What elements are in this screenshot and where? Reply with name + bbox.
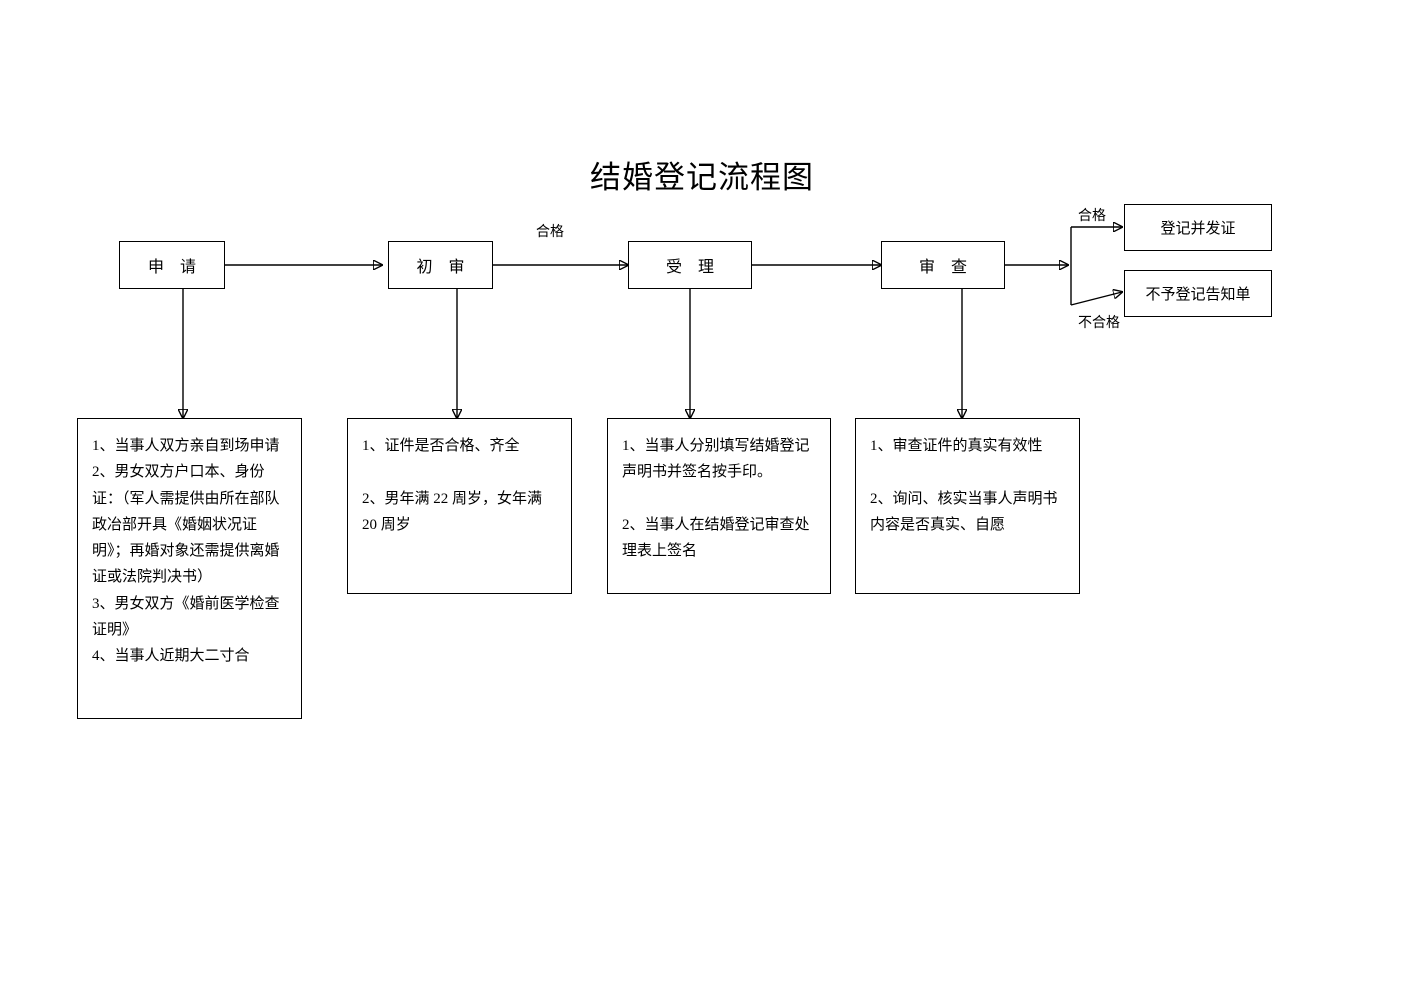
stage-box-apply[interactable]: 申 请 — [119, 241, 225, 289]
result-label: 不予登记告知单 — [1145, 287, 1251, 303]
result-box-issue[interactable]: 登记并发证 — [1124, 204, 1272, 251]
edge-label-pass-first: 合格 — [536, 225, 564, 240]
edge-label-pass-final: 合格 — [1078, 209, 1106, 224]
result-label: 登记并发证 — [1160, 221, 1236, 237]
result-box-reject[interactable]: 不予登记告知单 — [1124, 270, 1272, 317]
edge-split-to-reject — [1070, 292, 1122, 306]
stage-label: 初 审 — [416, 259, 471, 276]
stage-label: 申 请 — [147, 259, 202, 276]
edge-label-fail-final: 不合格 — [1078, 316, 1120, 331]
stage-box-accept[interactable]: 受 理 — [628, 241, 752, 289]
detail-box-examine: 1、审查证件的真实有效性 2、询问、核实当事人声明书内容是否真实、自愿 — [855, 418, 1080, 594]
detail-box-apply: 1、当事人双方亲自到场申请 2、男女双方户口本、身份证：（军人需提供由所在部队政… — [77, 418, 302, 719]
stage-label: 审 查 — [918, 259, 973, 276]
detail-box-first-review: 1、证件是否合格、齐全 2、男年满 22 周岁，女年满 20 周岁 — [347, 418, 572, 594]
stage-box-examine[interactable]: 审 查 — [881, 241, 1005, 289]
page-title: 结婚登记流程图 — [590, 160, 814, 195]
detail-box-accept: 1、当事人分别填写结婚登记声明书并签名按手印。 2、当事人在结婚登记审查处理表上… — [607, 418, 831, 594]
stage-box-first-review[interactable]: 初 审 — [388, 241, 493, 289]
stage-label: 受 理 — [665, 259, 720, 276]
